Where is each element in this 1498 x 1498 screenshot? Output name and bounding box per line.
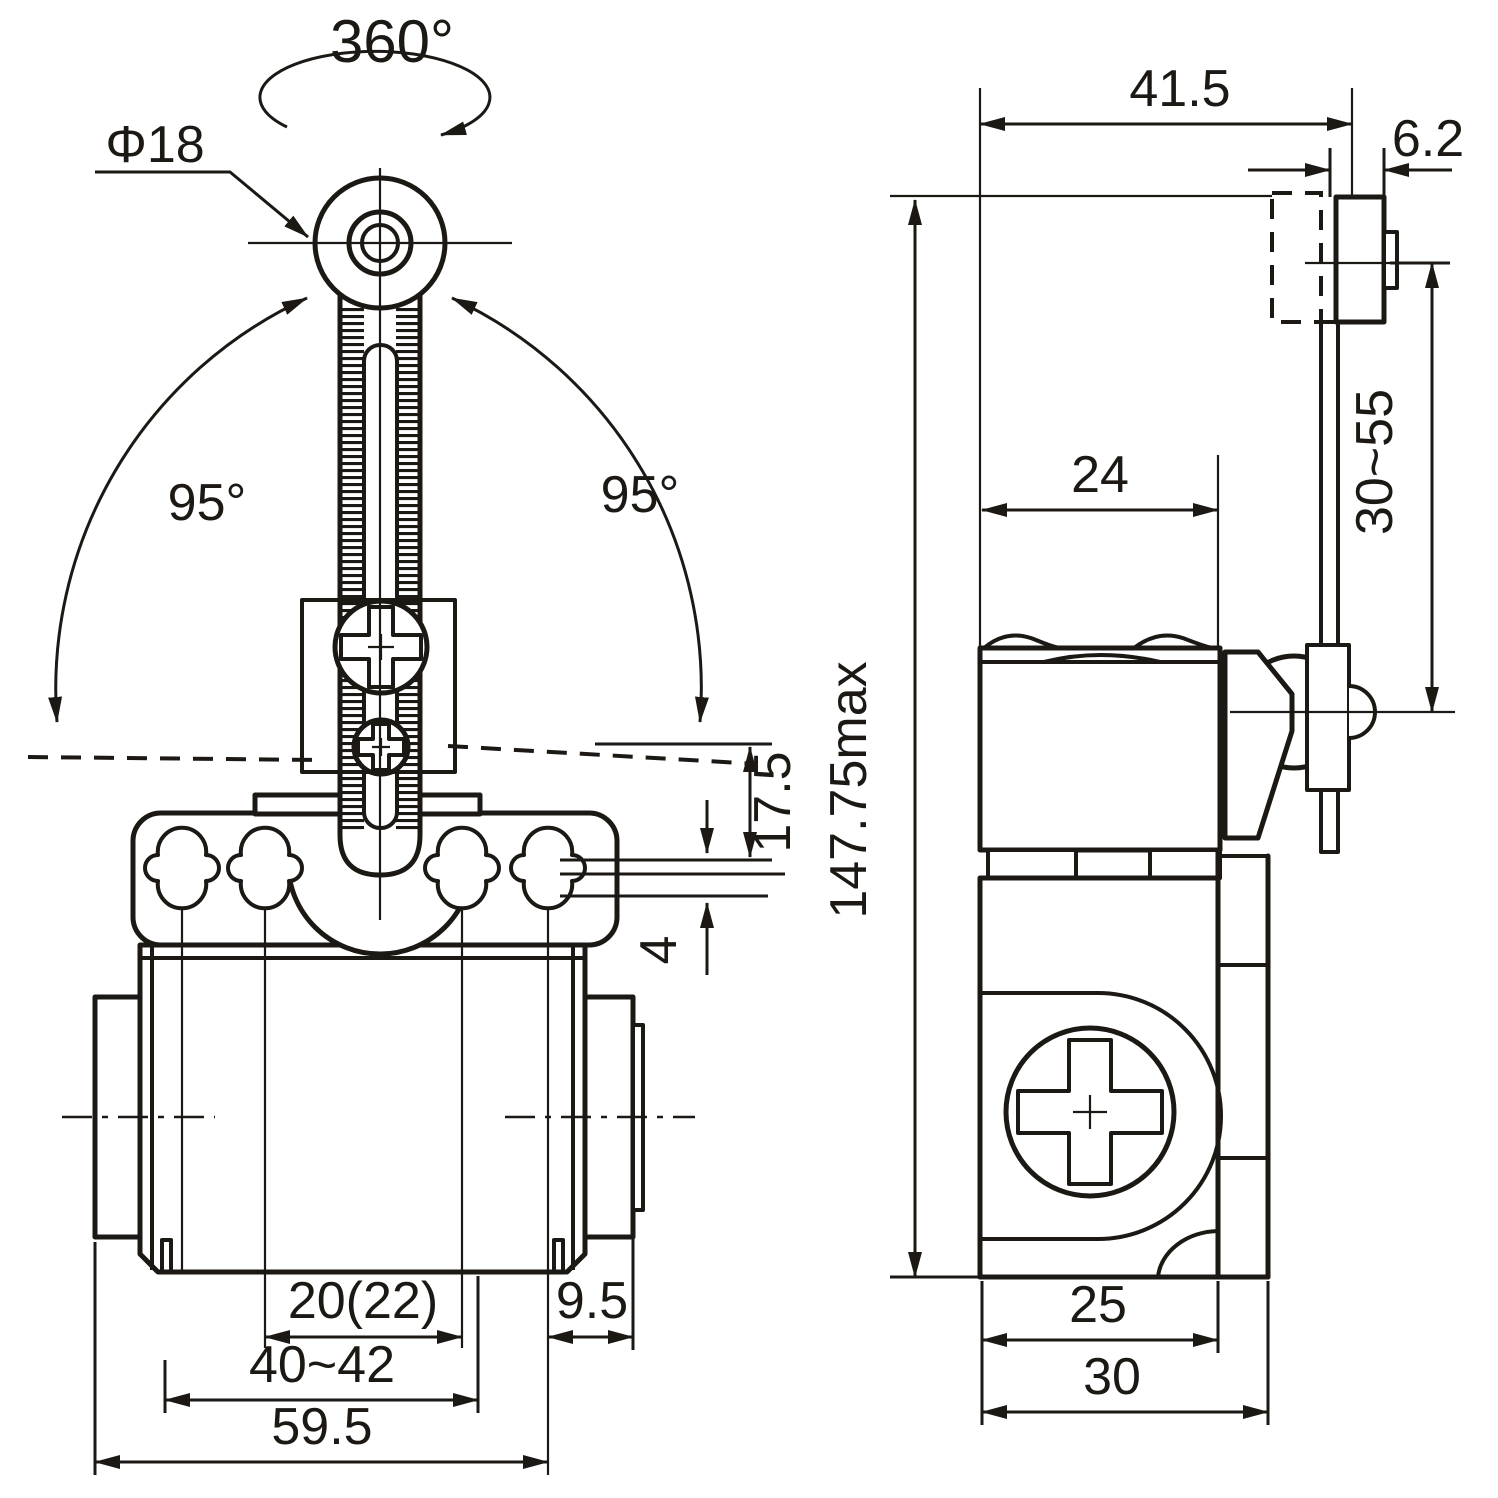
- dim-59-5-label: 59.5: [271, 1398, 372, 1456]
- head-tab: [1148, 848, 1222, 880]
- front-bottom-dimensions: [93, 1215, 635, 1475]
- dim-17-5-label: 17.5: [744, 751, 802, 852]
- roller-front: [248, 168, 512, 920]
- switch-body-side: [977, 847, 1271, 1280]
- lever-swing-arcs: [27, 296, 759, 766]
- cover-corner-detail: [1156, 1229, 1219, 1278]
- dim-41-5-label: 41.5: [1129, 60, 1230, 118]
- roller-side-solid: [1333, 194, 1387, 325]
- lever-arm: [300, 227, 457, 878]
- switch-body-front: [62, 942, 695, 1275]
- dim-24-label: 24: [1071, 446, 1129, 504]
- roller-alt-position-dashed: [1270, 191, 1323, 324]
- dim-30-label: 30: [1083, 1348, 1141, 1406]
- roller-dia-label: Φ18: [105, 116, 204, 174]
- switch-head-side: [977, 633, 1223, 880]
- dim-25-label: 25: [1069, 1276, 1127, 1334]
- lever-side: [1222, 320, 1455, 854]
- head-tab: [986, 848, 1078, 880]
- serration-right: [396, 308, 418, 832]
- lever-down-dashed-left: [27, 755, 321, 762]
- bottom-notch-left: [160, 1238, 173, 1274]
- side-cover: [980, 991, 1223, 1241]
- roller-pin: [1382, 230, 1399, 290]
- dim-6-2-label: 6.2: [1392, 110, 1464, 168]
- swing-left-label: 95°: [168, 474, 247, 532]
- bottom-notch-right: [552, 1238, 565, 1274]
- shaft-end-plate: [1305, 643, 1351, 792]
- travel-dimensions: [560, 742, 785, 975]
- dim-40-42-label: 40~42: [249, 1336, 395, 1394]
- rotation-360-arrow: [258, 49, 492, 137]
- swing-right-label: 95°: [601, 466, 680, 524]
- side-dimensions: [890, 117, 1452, 1425]
- rotation-label: 360°: [330, 8, 454, 75]
- side-view: 41.5 6.2 24 30~55 147.75max 25 30: [820, 60, 1464, 1425]
- roller-side: [1270, 191, 1450, 325]
- roller-dia-leader: [95, 170, 309, 239]
- shaft-boss: [1222, 649, 1295, 841]
- front-view: 360° Φ18 95° 95° 17.5 4 20(22) 9.5 40~42…: [27, 8, 802, 1475]
- cover-screw: [1003, 1025, 1177, 1199]
- dim-9-5-label: 9.5: [556, 1272, 628, 1330]
- mounting-holes: [143, 825, 587, 1475]
- dim-30-55-label: 30~55: [1346, 389, 1404, 535]
- serration-left: [342, 308, 364, 832]
- dim-20-22-label: 20(22): [288, 1272, 438, 1330]
- dim-4-label: 4: [630, 936, 688, 965]
- dim-147-75-label: 147.75max: [820, 661, 878, 918]
- lever-down-dashed-right: [447, 744, 759, 766]
